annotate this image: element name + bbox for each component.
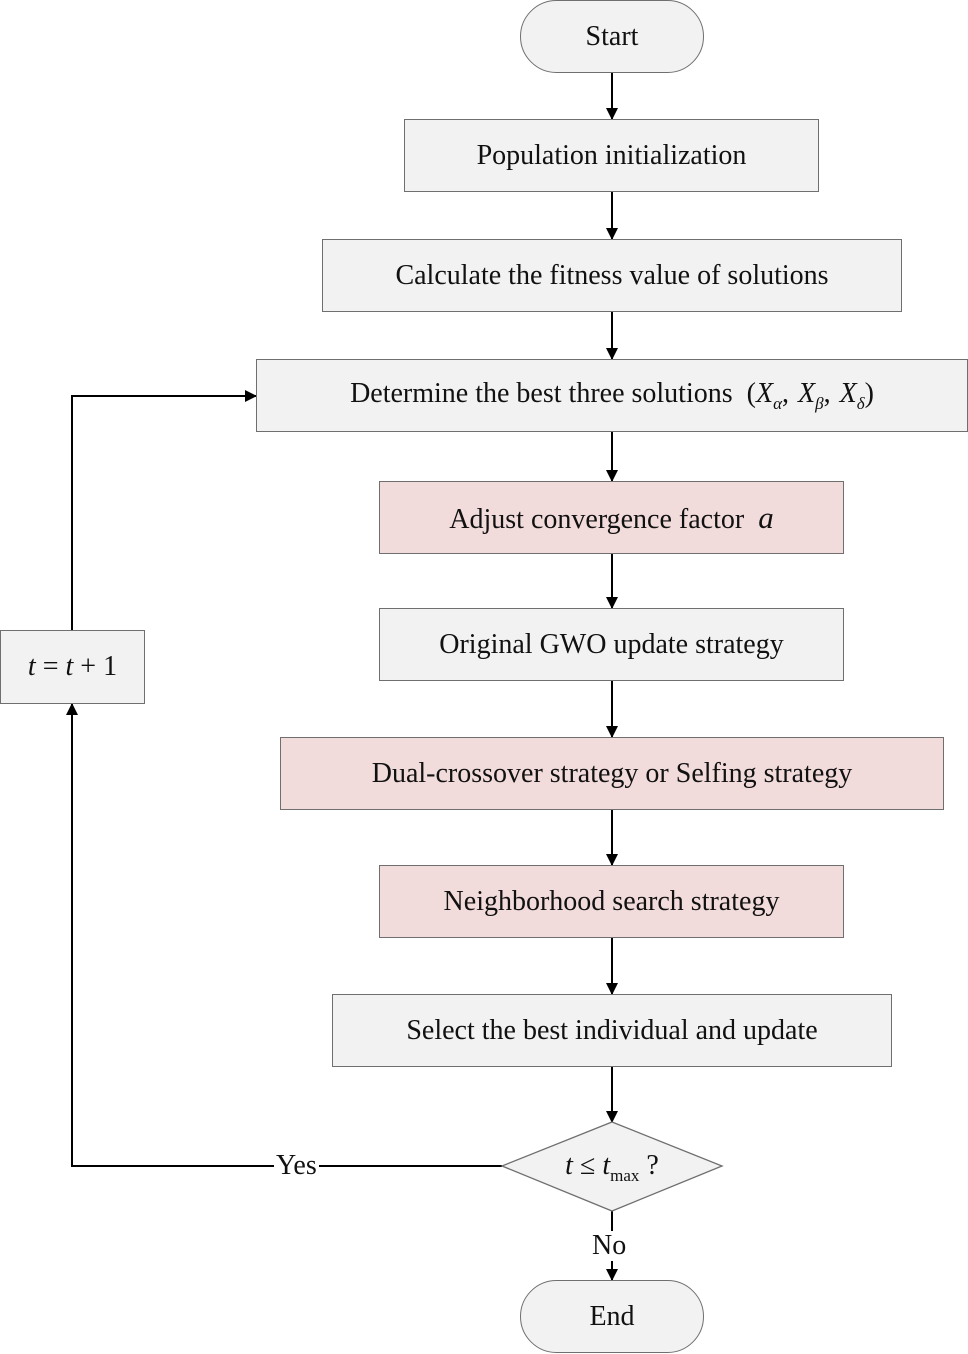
arrow-increment-best <box>71 390 257 630</box>
gwo-update-label: Original GWO update strategy <box>439 628 784 660</box>
best-three-label: Determine the best three solutions (Xα,X… <box>350 377 874 413</box>
increment-box: t = t + 1 <box>0 630 145 704</box>
fitness-box: Calculate the fitness value of solutions <box>322 239 902 312</box>
adjust-factor-box: Adjust convergence factor a <box>379 481 844 554</box>
fitness-label: Calculate the fitness value of solutions <box>395 259 829 291</box>
best-three-vars: (Xα,Xβ,Xδ) <box>739 377 874 413</box>
end-terminal: End <box>520 1280 704 1353</box>
decision-label: t ≤ tmax ? <box>565 1150 659 1185</box>
dual-crossover-box: Dual-crossover strategy or Selfing strat… <box>280 737 944 810</box>
adjust-factor-label: Adjust convergence factor a <box>449 499 774 535</box>
start-label: Start <box>585 20 639 52</box>
no-label: No <box>590 1230 629 1261</box>
best-three-box: Determine the best three solutions (Xα,X… <box>256 359 968 432</box>
dual-crossover-label: Dual-crossover strategy or Selfing strat… <box>371 757 853 789</box>
start-terminal: Start <box>520 0 704 73</box>
increment-label: t = t + 1 <box>27 651 118 682</box>
neighborhood-search-box: Neighborhood search strategy <box>379 865 844 938</box>
population-init-box: Population initialization <box>404 119 819 192</box>
end-label: End <box>589 1300 635 1332</box>
select-best-box: Select the best individual and update <box>332 994 892 1067</box>
select-best-label: Select the best individual and update <box>406 1014 818 1046</box>
yes-label: Yes <box>274 1150 319 1181</box>
decision-diamond <box>500 1121 724 1212</box>
gwo-update-box: Original GWO update strategy <box>379 608 844 681</box>
neighborhood-search-label: Neighborhood search strategy <box>443 885 780 917</box>
arrow-yes-increment <box>66 703 502 1167</box>
population-init-label: Population initialization <box>476 139 747 171</box>
